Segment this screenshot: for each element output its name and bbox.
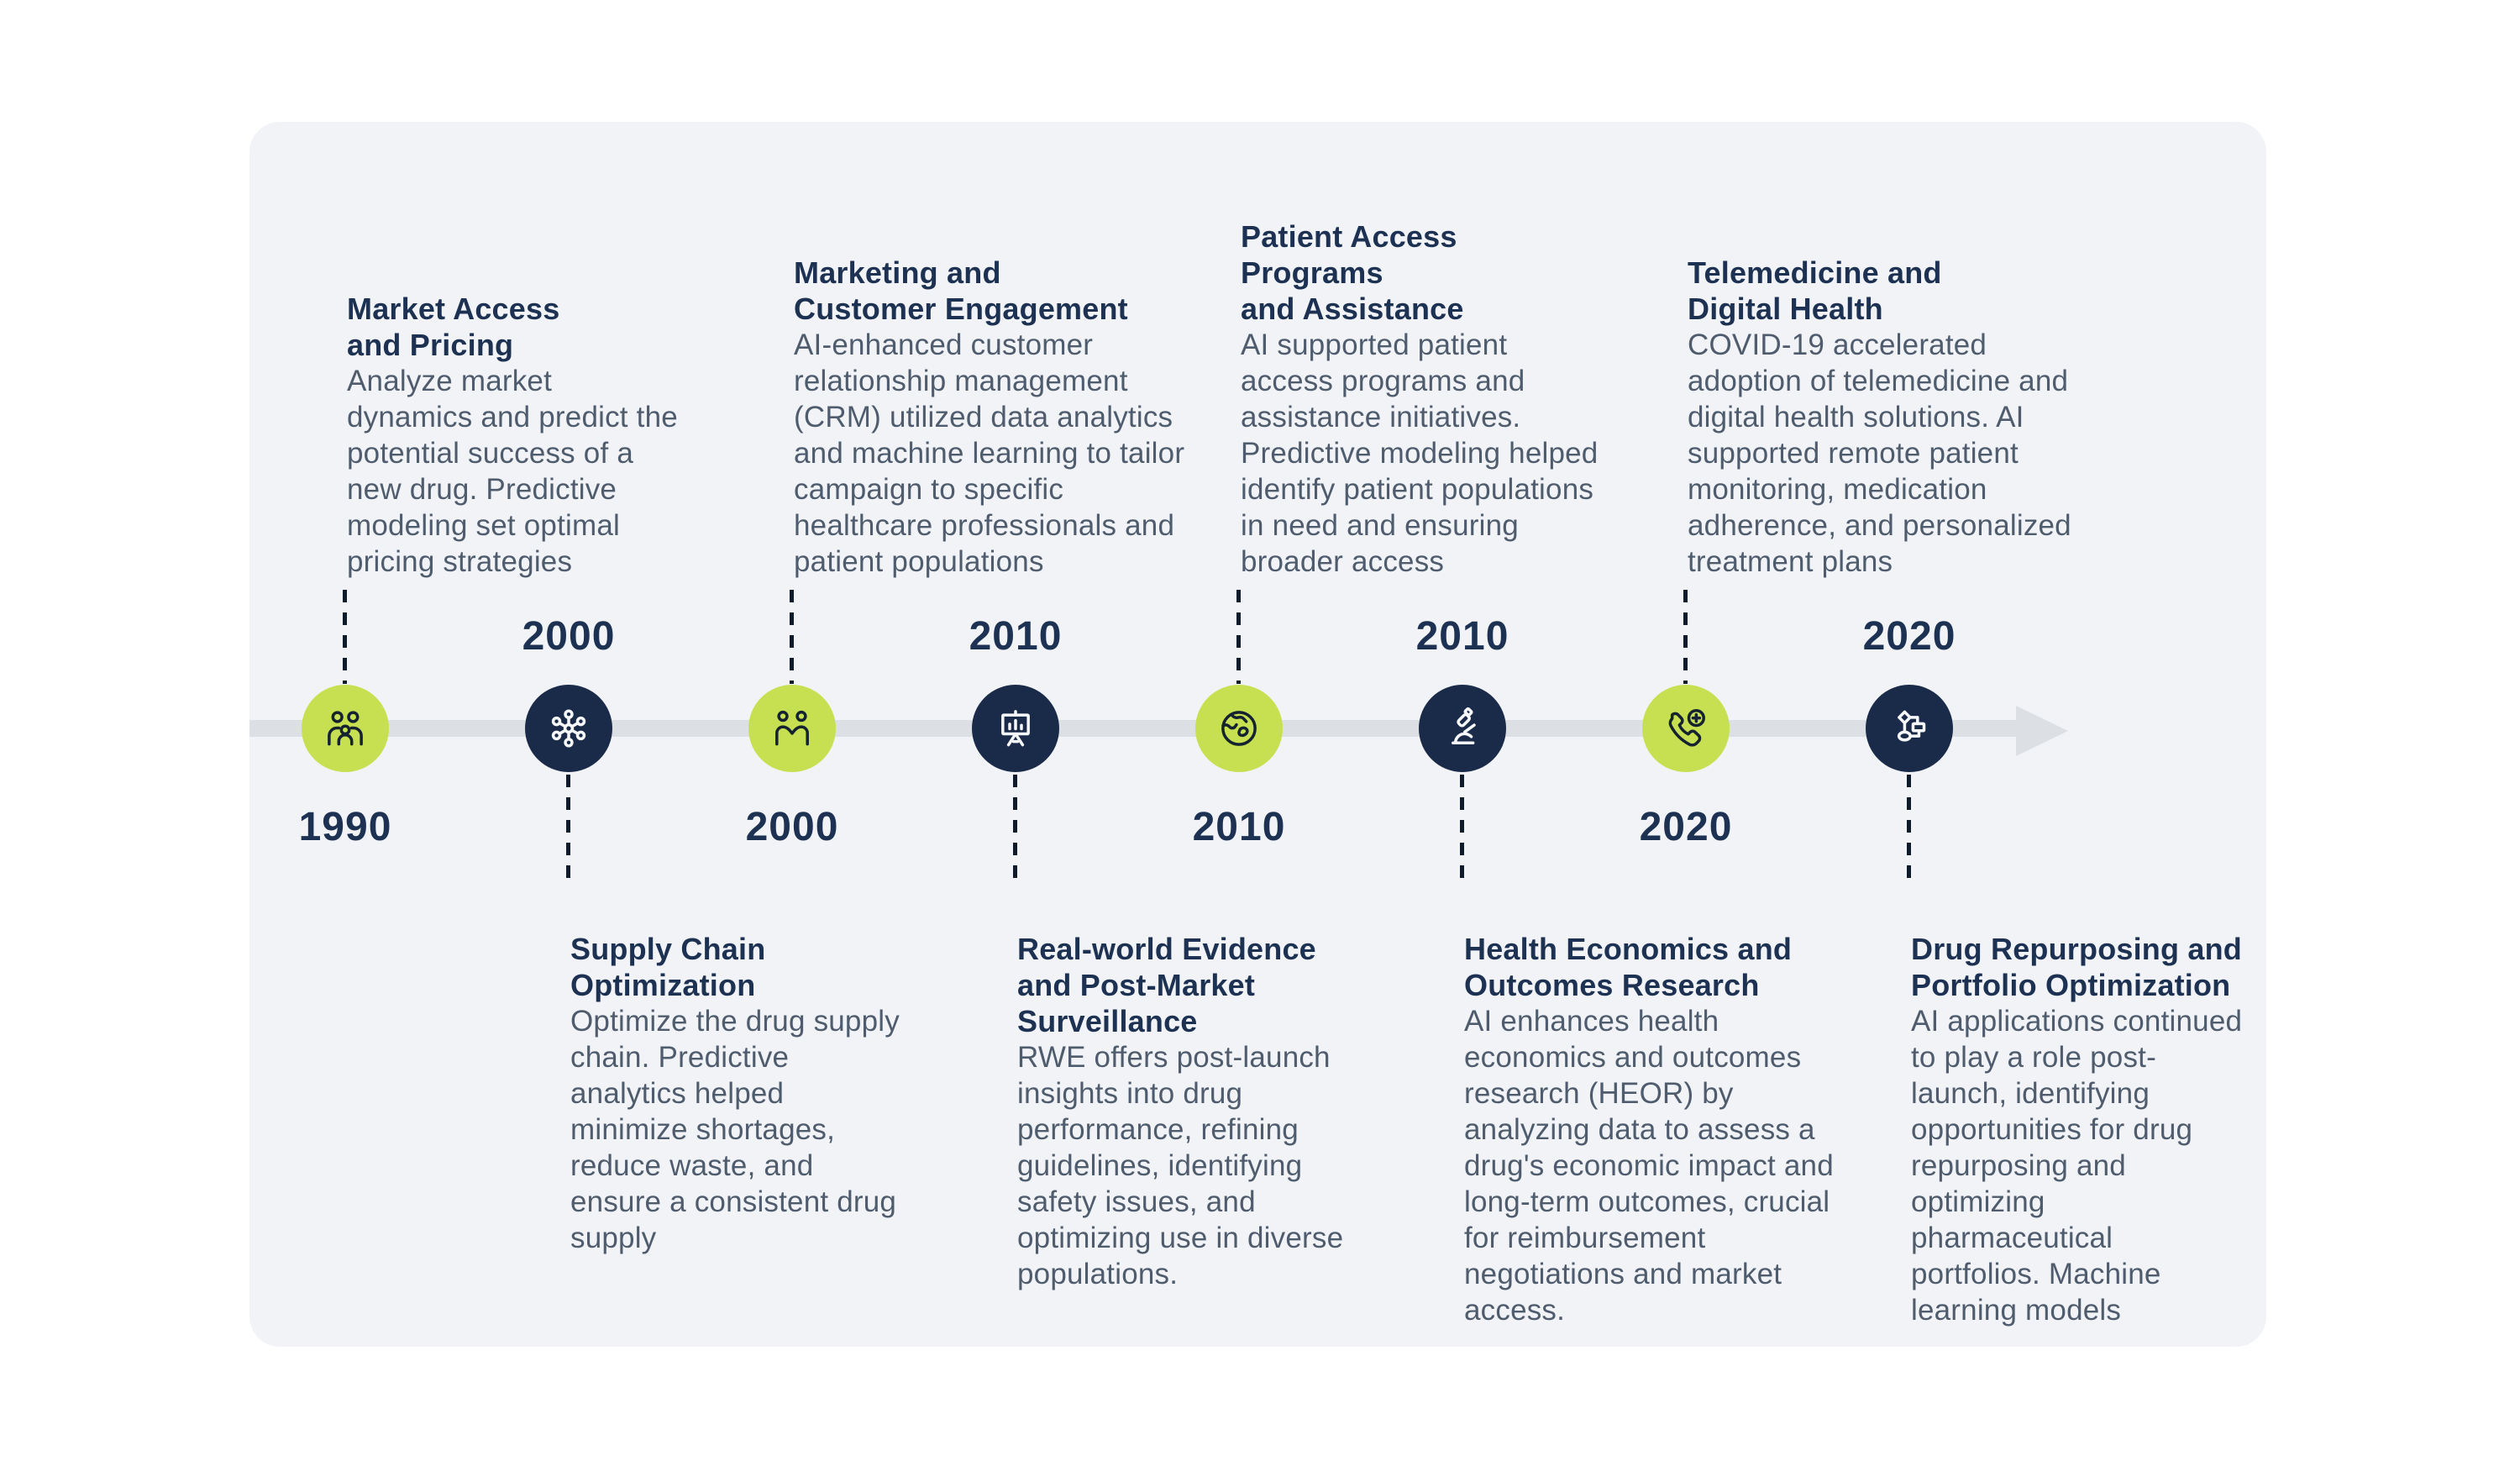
entry-body: AI supported patient access programs and… xyxy=(1241,328,1599,578)
entry-title: Marketing and Customer Engagement xyxy=(794,255,1128,326)
entry-body: AI enhances health economics and outcome… xyxy=(1464,1005,1834,1327)
dashed-connector xyxy=(566,775,570,882)
timeline-entry: Supply Chain Optimization Optimize the d… xyxy=(570,931,906,1256)
dashed-connector xyxy=(1236,590,1241,684)
year-label: 2010 xyxy=(1192,805,1286,849)
flowchart-icon xyxy=(1897,710,1926,742)
year-label: 2010 xyxy=(969,614,1063,659)
dashed-connector xyxy=(1683,590,1688,684)
family-icon xyxy=(328,711,363,746)
year-label: 1990 xyxy=(298,805,392,849)
node-circle xyxy=(1866,685,1953,772)
node-circle xyxy=(1195,685,1283,772)
year-label: 2020 xyxy=(1862,614,1956,659)
network-icon xyxy=(551,709,586,748)
right-arrow-icon xyxy=(2016,706,2068,756)
entry-body: Analyze market dynamics and predict the … xyxy=(347,365,678,578)
entry-body: Optimize the drug supply chain. Predicti… xyxy=(570,1005,900,1254)
dashed-connector xyxy=(1907,775,1911,882)
year-label: 2000 xyxy=(745,805,839,849)
node-circle xyxy=(525,685,612,772)
timeline-entry: Drug Repurposing and Portfolio Optimizat… xyxy=(1911,931,2247,1328)
entry-title: Patient Access Programs and Assistance xyxy=(1241,219,1464,326)
entry-body: AI-enhanced customer relationship manage… xyxy=(794,328,1185,578)
timeline-entry: Real-world Evidence and Post-Market Surv… xyxy=(1017,931,1370,1292)
timeline-entry: Market Access and Pricing Analyze market… xyxy=(347,291,683,580)
node-circle xyxy=(972,685,1059,772)
entry-title: Telemedicine and Digital Health xyxy=(1688,255,1942,326)
microscope-icon xyxy=(1452,707,1476,745)
timeline-entry: Telemedicine and Digital Health COVID-19… xyxy=(1688,255,2095,580)
presentation-chart-icon xyxy=(1001,710,1030,747)
entry-title: Health Economics and Outcomes Research xyxy=(1464,932,1793,1002)
year-label: 2020 xyxy=(1639,805,1733,849)
dashed-connector xyxy=(1460,775,1464,882)
globe-icon xyxy=(1221,711,1257,746)
handshake-people-icon xyxy=(775,710,809,746)
timeline-bar xyxy=(249,720,2020,737)
year-label: 2000 xyxy=(522,614,616,659)
dashed-connector xyxy=(343,590,347,684)
timeline-entry: Health Economics and Outcomes Research A… xyxy=(1464,931,1834,1328)
entry-title: Drug Repurposing and Portfolio Optimizat… xyxy=(1911,932,2242,1002)
entry-title: Market Access and Pricing xyxy=(347,292,560,362)
node-circle xyxy=(302,685,389,772)
node-circle xyxy=(748,685,836,772)
entry-body: COVID-19 accelerated adoption of telemed… xyxy=(1688,328,2071,578)
node-circle xyxy=(1642,685,1730,772)
dashed-connector xyxy=(1013,775,1017,882)
year-label: 2010 xyxy=(1415,614,1509,659)
phone-plus-icon xyxy=(1668,709,1705,747)
node-circle xyxy=(1419,685,1506,772)
timeline-entry: Marketing and Customer Engagement AI-enh… xyxy=(794,255,1193,580)
timeline-entry: Patient Access Programs and Assistance A… xyxy=(1241,218,1606,580)
dashed-connector xyxy=(790,590,794,684)
entry-title: Supply Chain Optimization xyxy=(570,932,766,1002)
entry-body: AI applications continued to play a role… xyxy=(1911,1005,2243,1327)
entry-title: Real-world Evidence and Post-Market Surv… xyxy=(1017,932,1316,1038)
entry-body: RWE offers post-launch insights into dru… xyxy=(1017,1041,1344,1290)
